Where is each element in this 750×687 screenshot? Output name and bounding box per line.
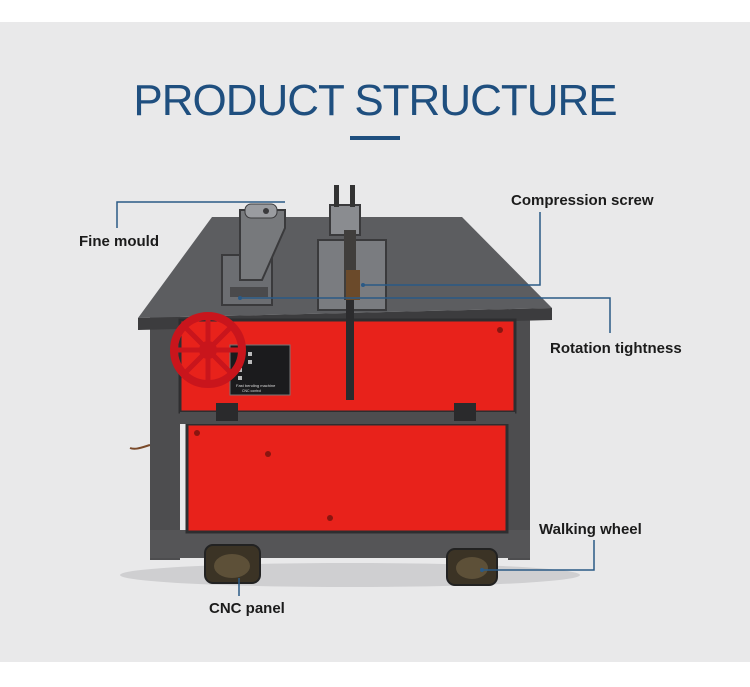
red-hand-wheel [170,312,246,388]
callout-compression-screw [363,212,541,286]
callout-rotation-tightness [240,297,611,333]
cnc-plate-text-2: CNC control [242,389,261,393]
floor-shadow [120,563,580,587]
lower-red-door [185,422,509,534]
right-hinge [454,403,476,421]
fine-mould-arm [221,203,286,306]
title-underline [350,136,400,140]
power-cable [129,444,151,450]
left-walking-wheel [204,544,261,584]
handle-lever [346,300,354,400]
compression-screw-label: Compression screw [511,192,654,209]
page-title: PRODUCT STRUCTURE [133,76,617,125]
rotation-tightness-label: Rotation tightness [550,340,682,357]
right-walking-wheel [446,548,498,586]
walking-wheel-label: Walking wheel [539,521,642,538]
middle-frame-rail [180,412,515,424]
left-hinge [216,403,238,421]
compression-screw-block [317,185,387,311]
cnc-panel-label: CNC panel [209,600,285,617]
fine-mould-label: Fine mould [79,233,159,250]
callout-fine-mould [116,201,285,228]
callout-lines [116,201,611,596]
cnc-plate-text-1: Fast bending machine [236,383,276,388]
callout-walking-wheel [482,540,595,571]
